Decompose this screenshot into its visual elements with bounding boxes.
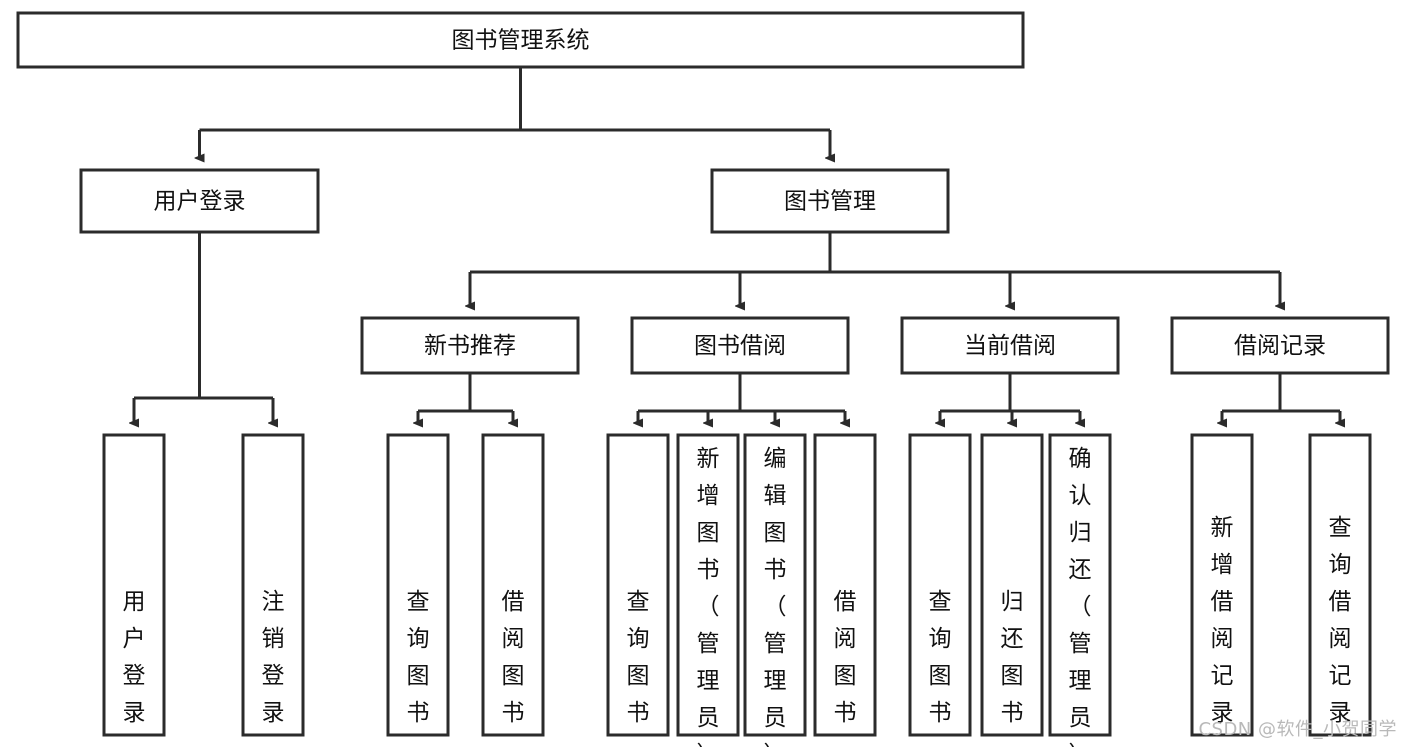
leaf-node[interactable]: 借阅图书	[813, 433, 877, 737]
leaf-node[interactable]: 编辑图书（管理员）	[743, 433, 807, 747]
level2-node[interactable]: 图书管理	[710, 168, 950, 234]
leaf-label: 用户登录	[123, 588, 146, 725]
leaf-box[interactable]	[102, 433, 166, 737]
leaf-node[interactable]: 注销登录	[241, 433, 305, 737]
level3-node[interactable]: 图书借阅	[630, 316, 850, 375]
csdn-watermark: CSDN @软件_小贺同学	[1198, 719, 1397, 740]
leaf-box[interactable]	[980, 433, 1044, 737]
leaf-box[interactable]	[743, 433, 807, 737]
leaf-node[interactable]: 归还图书	[980, 433, 1044, 737]
leaf-label: 注销登录	[262, 588, 285, 725]
leaf-box[interactable]	[1190, 433, 1254, 737]
leaf-label: 查询图书	[929, 588, 952, 725]
leaf-box[interactable]	[481, 433, 545, 737]
leaf-label: 新增借阅记录	[1211, 514, 1234, 725]
root-node[interactable]: 图书管理系统	[16, 11, 1025, 69]
level2-box[interactable]	[79, 168, 320, 234]
leaf-label: 查询图书	[407, 588, 430, 725]
leaf-node[interactable]: 查询借阅记录	[1308, 433, 1372, 737]
level2-label: 图书管理	[784, 189, 876, 215]
leaf-label: 编辑图书（管理员）	[764, 446, 787, 747]
leaf-node[interactable]: 确认归还（管理员）	[1048, 433, 1112, 747]
leaf-box[interactable]	[813, 433, 877, 737]
level3-box[interactable]	[360, 316, 580, 375]
level2-node[interactable]: 用户登录	[79, 168, 320, 234]
level3-label: 当前借阅	[964, 333, 1056, 359]
leaf-label: 借阅图书	[502, 588, 525, 725]
leaf-node[interactable]: 查询图书	[908, 433, 972, 737]
leaf-label: 查询图书	[627, 588, 650, 725]
level2-box[interactable]	[710, 168, 950, 234]
level3-node[interactable]: 当前借阅	[900, 316, 1120, 375]
level3-label: 借阅记录	[1234, 333, 1326, 359]
level3-node[interactable]: 借阅记录	[1170, 316, 1390, 375]
level3-box[interactable]	[1170, 316, 1390, 375]
leaf-box[interactable]	[676, 433, 740, 737]
level3-node[interactable]: 新书推荐	[360, 316, 580, 375]
leaf-label: 查询借阅记录	[1329, 514, 1352, 725]
level3-label: 新书推荐	[424, 333, 516, 359]
leaf-node[interactable]: 借阅图书	[481, 433, 545, 737]
leaf-box[interactable]	[241, 433, 305, 737]
leaf-label: 归还图书	[1001, 588, 1024, 725]
node-layer: 图书管理系统用户登录图书管理新书推荐图书借阅当前借阅借阅记录用户登录注销登录查询…	[16, 11, 1390, 747]
leaf-box[interactable]	[606, 433, 670, 737]
leaf-label: 借阅图书	[834, 588, 857, 725]
leaf-node[interactable]: 查询图书	[386, 433, 450, 737]
leaf-box[interactable]	[386, 433, 450, 737]
connector-layer	[134, 67, 1340, 423]
leaf-node[interactable]: 新增图书（管理员）	[676, 433, 740, 747]
leaf-box[interactable]	[908, 433, 972, 737]
leaf-box[interactable]	[1048, 433, 1112, 737]
leaf-node[interactable]: 新增借阅记录	[1190, 433, 1254, 737]
root-label: 图书管理系统	[452, 28, 590, 54]
leaf-node[interactable]: 查询图书	[606, 433, 670, 737]
leaf-label: 确认归还（管理员）	[1069, 446, 1092, 747]
leaf-box[interactable]	[1308, 433, 1372, 737]
leaf-label: 新增图书（管理员）	[697, 446, 720, 747]
level2-label: 用户登录	[154, 189, 246, 215]
level3-box[interactable]	[630, 316, 850, 375]
level3-label: 图书借阅	[694, 333, 786, 359]
root-box[interactable]	[16, 11, 1025, 69]
level3-box[interactable]	[900, 316, 1120, 375]
leaf-node[interactable]: 用户登录	[102, 433, 166, 737]
